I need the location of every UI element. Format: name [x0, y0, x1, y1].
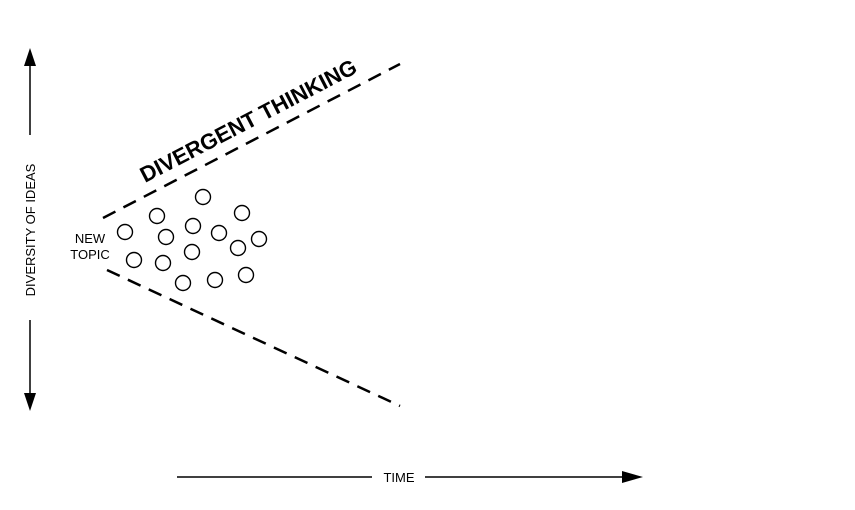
idea-circle — [250, 230, 268, 248]
upper-boundary-line — [102, 62, 401, 220]
start-label-line1: NEW — [75, 231, 106, 246]
idea-circle — [183, 243, 201, 261]
idea-circle — [210, 224, 228, 242]
lower-boundary-line — [106, 268, 401, 408]
x-axis-label: TIME — [383, 470, 414, 485]
y-axis-down-arrow-icon — [24, 393, 36, 411]
divergence-boundaries — [102, 62, 401, 408]
idea-circle — [157, 228, 175, 246]
idea-circle — [174, 274, 192, 292]
idea-circle — [233, 204, 251, 222]
idea-circle — [116, 223, 134, 241]
y-axis: DIVERSITY OF IDEAS — [23, 48, 38, 411]
idea-cluster — [116, 188, 268, 292]
x-axis-right-arrow-icon — [622, 471, 643, 483]
idea-circle — [229, 239, 247, 257]
y-axis-label: DIVERSITY OF IDEAS — [23, 163, 38, 296]
idea-circle — [154, 254, 172, 272]
start-label: NEW TOPIC — [70, 231, 110, 262]
y-axis-up-arrow-icon — [24, 48, 36, 66]
diagram-title: DIVERGENT THINKING — [136, 54, 361, 187]
idea-circle — [237, 266, 255, 284]
idea-circle — [206, 271, 224, 289]
idea-circle — [148, 207, 166, 225]
idea-circle — [125, 251, 143, 269]
start-label-line2: TOPIC — [70, 247, 110, 262]
idea-circle — [194, 188, 212, 206]
x-axis: TIME — [177, 470, 643, 485]
idea-circle — [184, 217, 202, 235]
